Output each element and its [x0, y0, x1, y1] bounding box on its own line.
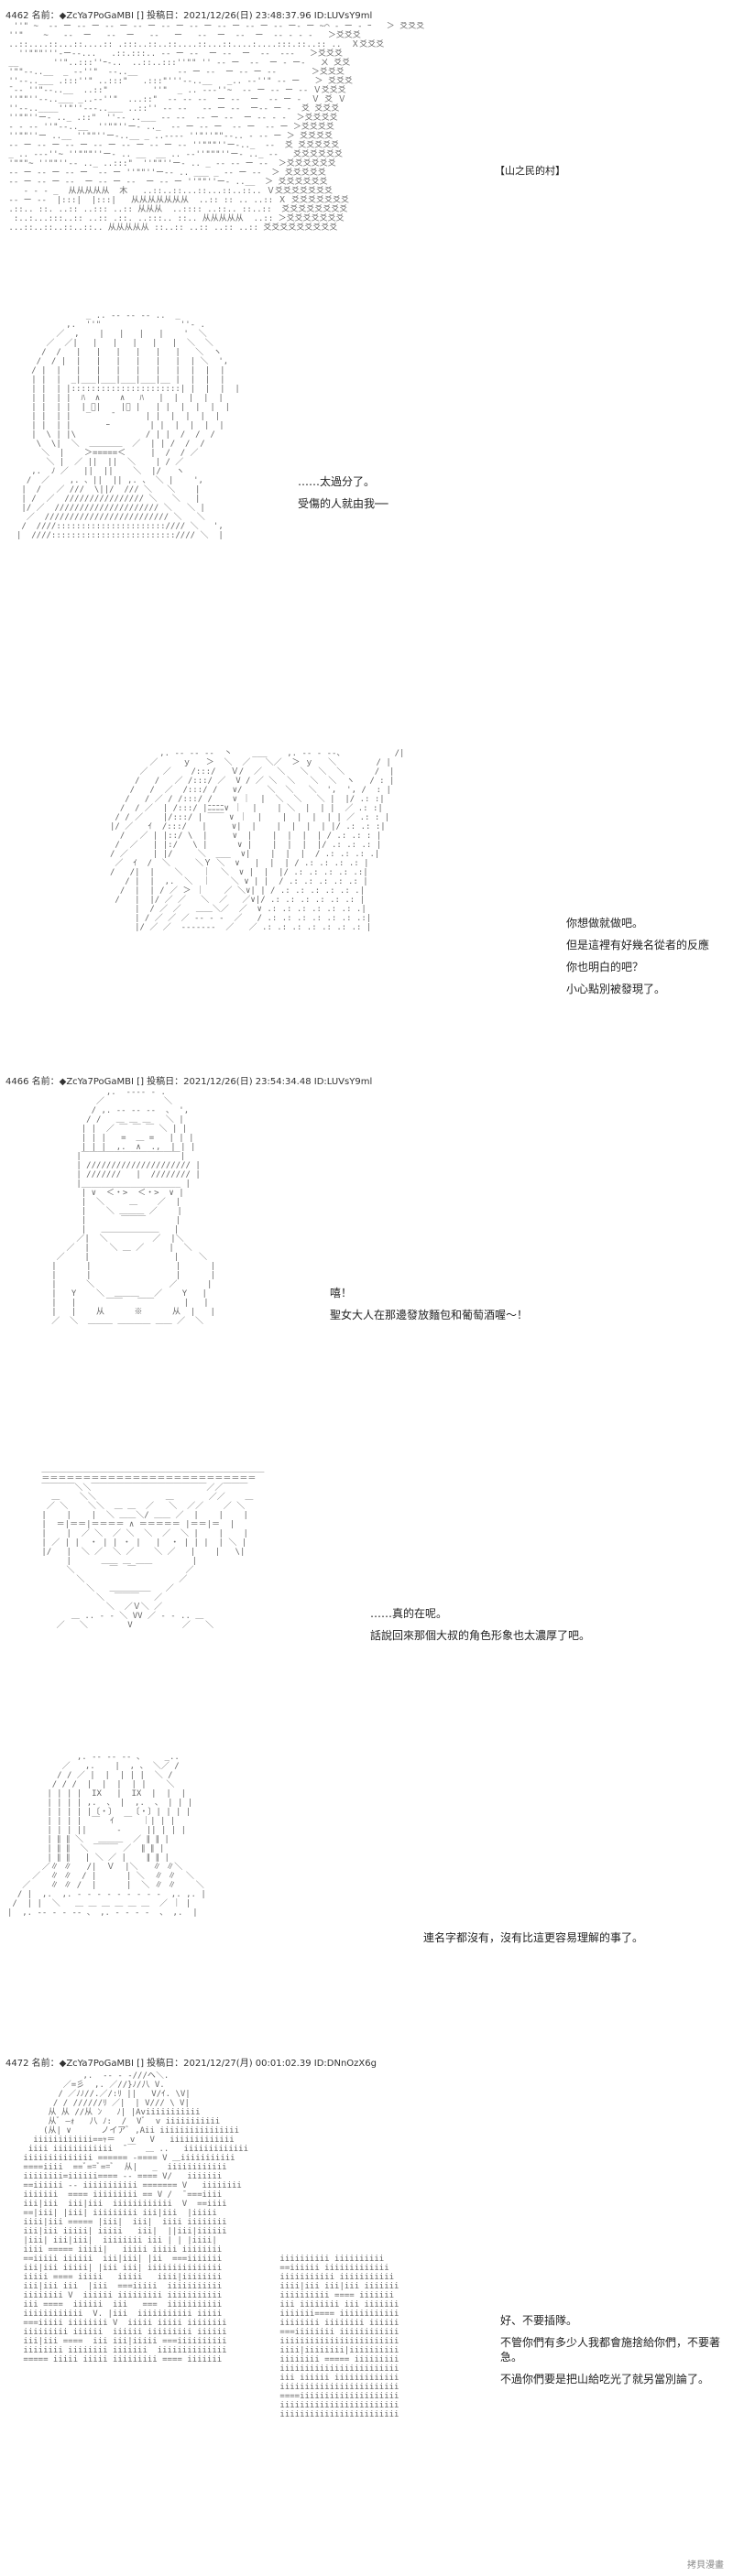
- dialogue-line: 不管你們有多少人我都會施捨給你們，不要著急。: [500, 2336, 721, 2364]
- dialogue-line: 小心點別被發現了。: [566, 983, 666, 995]
- post-header: 4466 名前：◆ZcYa7PoGaMBI [] 投稿日：2021/12/26(…: [5, 1077, 373, 1087]
- watermark: 拷貝漫畫: [687, 2560, 724, 2571]
- crowd-ascii-art-right: iiiiiiiiii iiiiiiiiii ==iiiiii iiiiiiiii…: [279, 2255, 399, 2419]
- dialogue-line: 嘻！: [330, 1287, 353, 1299]
- dialogue-line: 你也明白的吧？: [566, 961, 644, 973]
- crowd-ascii-art: ,. -‐ ‐ ‐///ヘ＼. ／=彡 ,. ／//}ﾉ/八 V. / ／ﾉﾉ/…: [23, 2071, 248, 2364]
- dialogue-box: 連名字都沒有，沒有比這更容易理解的事了。: [423, 1930, 643, 1952]
- dialogue-line: 不過你們要是把山給吃光了就另當別論了。: [500, 2373, 710, 2386]
- location-caption: 【山之民的村】: [495, 165, 565, 177]
- dialogue-line: 連名字都沒有，沒有比這更容易理解的事了。: [423, 1931, 644, 1944]
- hat-figure-ascii-art: ＿＿＿＿＿＿＿＿＿＿＿＿＿＿＿＿＿＿＿＿＿＿＿＿＿＿＿ ＝＝＝＝＝＝＝＝＝＝＝＝…: [41, 1465, 265, 1630]
- dialogue-box: ……真的在呢。 話說回來那個大叔的角色形象也太濃厚了吧。: [370, 1606, 590, 1650]
- mountain-ascii-art: ''" ~ ‐- ー ‐- ー ‐- ー ‐- ー ‐- ー ‐- ー ‐- ー…: [4, 22, 425, 233]
- dialogue-line: ……太過分了。: [298, 475, 376, 488]
- post-header: 4472 名前：◆ZcYa7PoGaMBI [] 投稿日：2021/12/27(…: [5, 2059, 377, 2069]
- dialogue-box: 好、不要插隊。 不管你們有多少人我都會施捨給你們，不要著急。 不過你們要是把山給…: [500, 2313, 733, 2394]
- longhair-figure-ascii-art: ,. -‐ ‐‐ ‐- 、 _.. ／ ,. | , 、 ＼／ / / / ／ …: [7, 1753, 206, 1918]
- dialogue-box: 嘻！ 聖女大人在那邊發放麵包和葡萄酒喔～！: [330, 1286, 528, 1330]
- dialogue-box: 你想做就做吧。 但是這裡有好幾名從者的反應 你也明白的吧？ 小心點別被發現了。: [566, 916, 709, 1004]
- dialogue-line: ……真的在呢。: [370, 1607, 448, 1620]
- dialogue-line: 話說回來那個大叔的角色形象也太濃厚了吧。: [370, 1629, 591, 1642]
- dialogue-line: 但是這裡有好幾名從者的反應: [566, 939, 710, 951]
- post-header: 4462 名前：◆ZcYa7PoGaMBI [] 投稿日：2021/12/26(…: [5, 11, 373, 21]
- dialogue-line: 你想做就做吧。: [566, 917, 644, 929]
- dialogue-line: 好、不要插隊。: [500, 2314, 578, 2327]
- hooded-figure-ascii-art: _ .. -‐ ‐‐ ‐- .. _ ,. ''" ''‐ . ／ , | | …: [16, 311, 240, 540]
- dialogue-line: 受傷的人就由我──: [298, 497, 388, 510]
- dialogue-box: ……太過分了。 受傷的人就由我──: [298, 474, 388, 518]
- dialogue-line: 聖女大人在那邊發放麵包和葡萄酒喔～！: [330, 1309, 529, 1321]
- cloaked-figures-ascii-art: ,. -‐ ‐‐ ‐- 丶 ___ ,. -‐ ‐ ‐-、 /| ／ ｙ ＞ ＼…: [110, 749, 405, 932]
- bandana-figure-ascii-art: ,. -‐‐‐ - . ／ ＼ / ,. -‐ ‐‐ ‐- 、 ', / / ＿…: [51, 1088, 216, 1326]
